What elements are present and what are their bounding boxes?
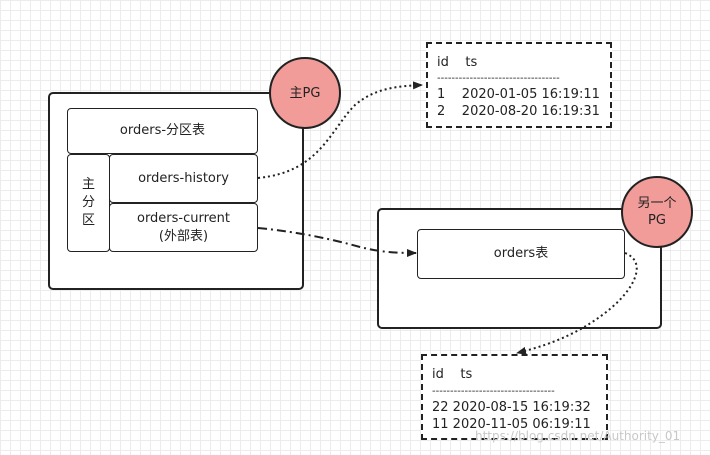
current-data-table: id ts ----------------------------------… [421, 354, 608, 440]
watermark: https://blog.csdn.net/Authority_01 [475, 429, 681, 443]
history-table-header: id ts [437, 55, 478, 70]
history-to-table-arrow [257, 81, 423, 179]
main-pg-label: 主PG [289, 85, 321, 101]
orders-current-box[interactable]: orders-current (外部表) [109, 203, 258, 252]
current-to-orders-arrow [257, 227, 417, 257]
main-pg-circle: 主PG [269, 57, 341, 129]
main-partition-char-2: 分 [81, 195, 95, 210]
current-table-separator: ---------------------------------- [432, 386, 555, 397]
orders-to-table-arrow [516, 252, 638, 355]
orders-history-box[interactable]: orders-history [109, 154, 258, 203]
orders-partition-table[interactable]: orders-分区表 [67, 108, 258, 154]
orders-current-label: orders-current [136, 210, 231, 226]
history-table-row-1: 1 2020-01-05 16:19:11 [437, 87, 600, 102]
orders-table-box[interactable]: orders表 [417, 229, 625, 279]
history-data-table: id ts ----------------------------------… [426, 42, 612, 128]
orders-partition-table-label: orders-分区表 [119, 123, 206, 138]
other-pg-label-line1: 另一个 [637, 196, 677, 211]
current-table-row-1: 22 2020-08-15 16:19:32 [432, 400, 591, 415]
history-table-separator: ---------------------------------- [437, 73, 560, 84]
other-pg-label-line2: PG [648, 213, 666, 228]
orders-history-label: orders-history [138, 170, 229, 186]
history-table-row-2: 2 2020-08-20 16:19:31 [437, 104, 600, 119]
current-table-header: id ts [432, 367, 473, 382]
other-pg-circle: 另一个 PG [621, 176, 693, 248]
current-table-row-2: 11 2020-11-05 06:19:11 [432, 417, 591, 432]
orders-table-label: orders表 [493, 246, 549, 261]
main-partition-char-1: 主 [81, 177, 95, 192]
orders-current-sublabel: (外部表) [158, 228, 209, 244]
main-partition-char-3: 区 [81, 213, 95, 228]
